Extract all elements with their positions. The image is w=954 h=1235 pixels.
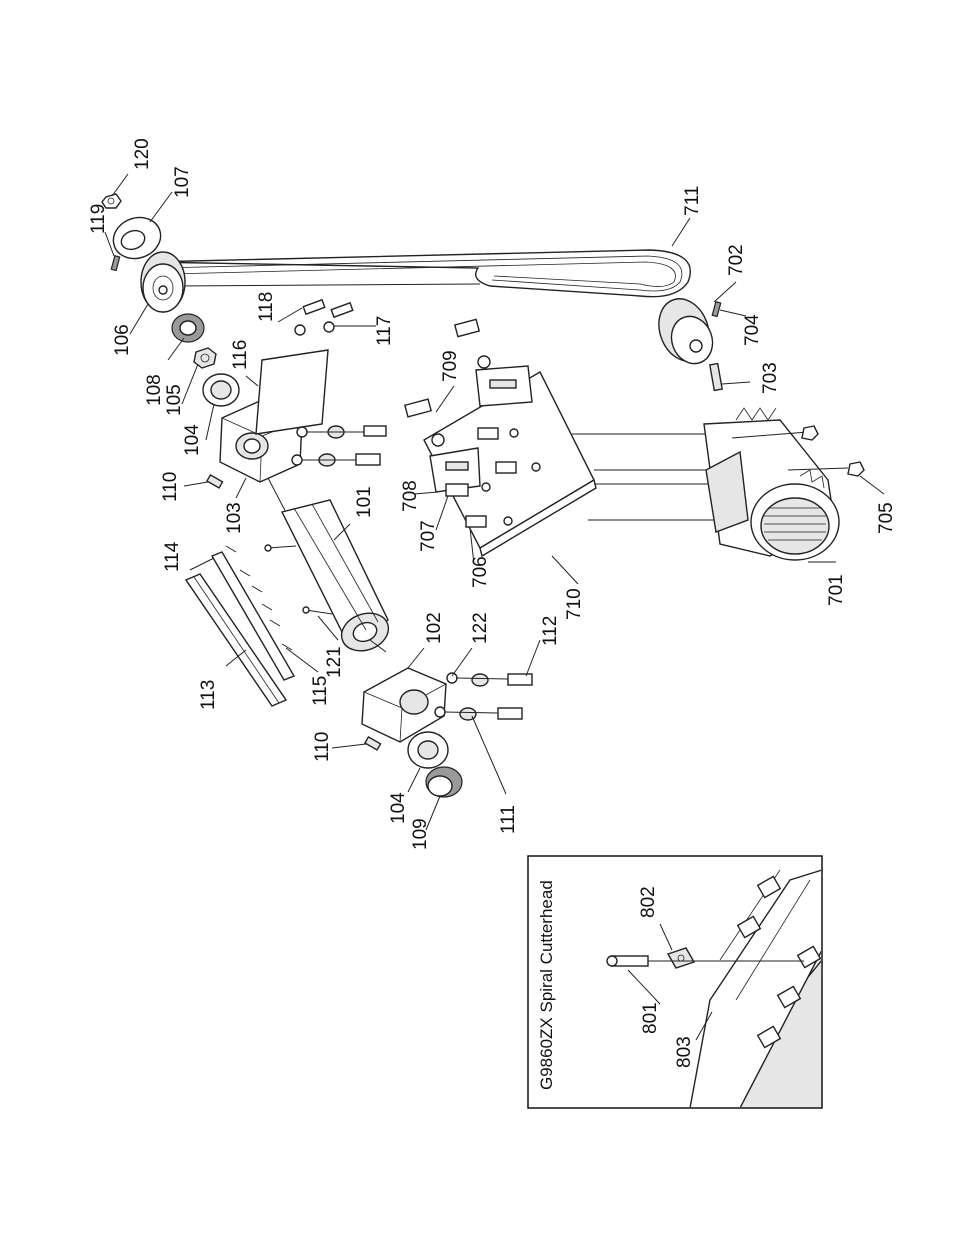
v-belt-711: [149, 249, 691, 298]
callout-704: 704: [742, 314, 763, 346]
callout-711: 711: [682, 186, 703, 216]
callout-108: 108: [144, 374, 165, 406]
callout-101: 101: [354, 486, 375, 518]
screw-121: [264, 544, 333, 615]
callout-112: 112: [540, 616, 561, 646]
callout-103: 103: [224, 502, 245, 534]
inset-spiral-cutterhead: [527, 855, 823, 1109]
screws-115: [225, 545, 293, 651]
cutterhead-pulley-106: [140, 251, 186, 313]
pulley-cover-107: [112, 216, 162, 260]
inset-cutterhead-803: [689, 869, 821, 1107]
callout-703: 703: [760, 362, 781, 394]
washers-117: [294, 321, 335, 336]
cutterhead-101: [267, 477, 390, 653]
callout-120: 120: [132, 138, 153, 170]
callout-803: 803: [674, 1036, 695, 1068]
leader-lines: [104, 173, 885, 1041]
bearing-cap-109: [425, 766, 463, 798]
set-screw-110-bottom: [363, 735, 382, 751]
callout-113: 113: [198, 680, 219, 710]
callout-labels: 120 107 119 106 108 105 104 110 103 116 …: [88, 138, 897, 1090]
callout-111: 111: [498, 805, 519, 834]
bearing-108: [171, 313, 205, 343]
callout-104-left: 104: [388, 792, 409, 824]
callout-710: 710: [564, 588, 585, 620]
callout-709: 709: [440, 350, 461, 382]
hex-nut-120: [101, 193, 122, 209]
callout-110-top: 110: [160, 472, 181, 502]
key-119: [110, 254, 121, 272]
bolts-112: [434, 672, 533, 721]
inset-title: G9860ZX Spiral Cutterhead: [537, 880, 556, 1090]
callout-105: 105: [164, 384, 185, 416]
callout-106: 106: [112, 324, 133, 356]
callout-117: 117: [374, 316, 395, 346]
gib-113: [184, 573, 288, 707]
bolts-707-709: [403, 318, 541, 528]
bracket-708: [429, 447, 481, 493]
set-screw-110-top: [205, 473, 224, 489]
lock-nut-105: [193, 347, 217, 369]
strip-114: [210, 551, 296, 681]
housing-bolts-103: [291, 425, 387, 467]
bearing-104-left: [407, 731, 449, 769]
callout-118: 118: [256, 292, 277, 322]
motor-pulley-702: [658, 298, 714, 365]
callout-115: 115: [310, 676, 331, 706]
callout-802: 802: [638, 886, 659, 918]
callout-107: 107: [172, 166, 193, 198]
callout-114: 114: [162, 541, 183, 572]
callout-706: 706: [470, 556, 491, 588]
bracket-709: [475, 365, 533, 407]
callout-122: 122: [470, 612, 491, 644]
callout-707: 707: [418, 520, 439, 552]
callout-121: 121: [324, 646, 345, 678]
motor-key-703: [708, 362, 724, 392]
motor-701: [703, 407, 865, 561]
callout-701: 701: [826, 574, 847, 606]
callout-102: 102: [424, 612, 445, 644]
plate-116: [255, 349, 329, 435]
callout-116: 116: [230, 340, 251, 370]
callout-801: 801: [640, 1002, 661, 1034]
bearing-104-right: [202, 373, 240, 407]
callout-109: 109: [410, 818, 431, 850]
callout-702: 702: [726, 244, 747, 276]
callout-104-right: 104: [182, 424, 203, 456]
motor-plate-710: [423, 371, 760, 558]
callout-110-bottom: 110: [312, 732, 333, 762]
inset-screw-801: [606, 955, 649, 967]
callout-705: 705: [876, 502, 897, 534]
bearing-housing-102: [361, 667, 447, 743]
set-screw-704: [711, 300, 722, 318]
callout-708: 708: [400, 480, 421, 512]
screws-118: [302, 298, 354, 319]
callout-119: 119: [88, 204, 109, 234]
